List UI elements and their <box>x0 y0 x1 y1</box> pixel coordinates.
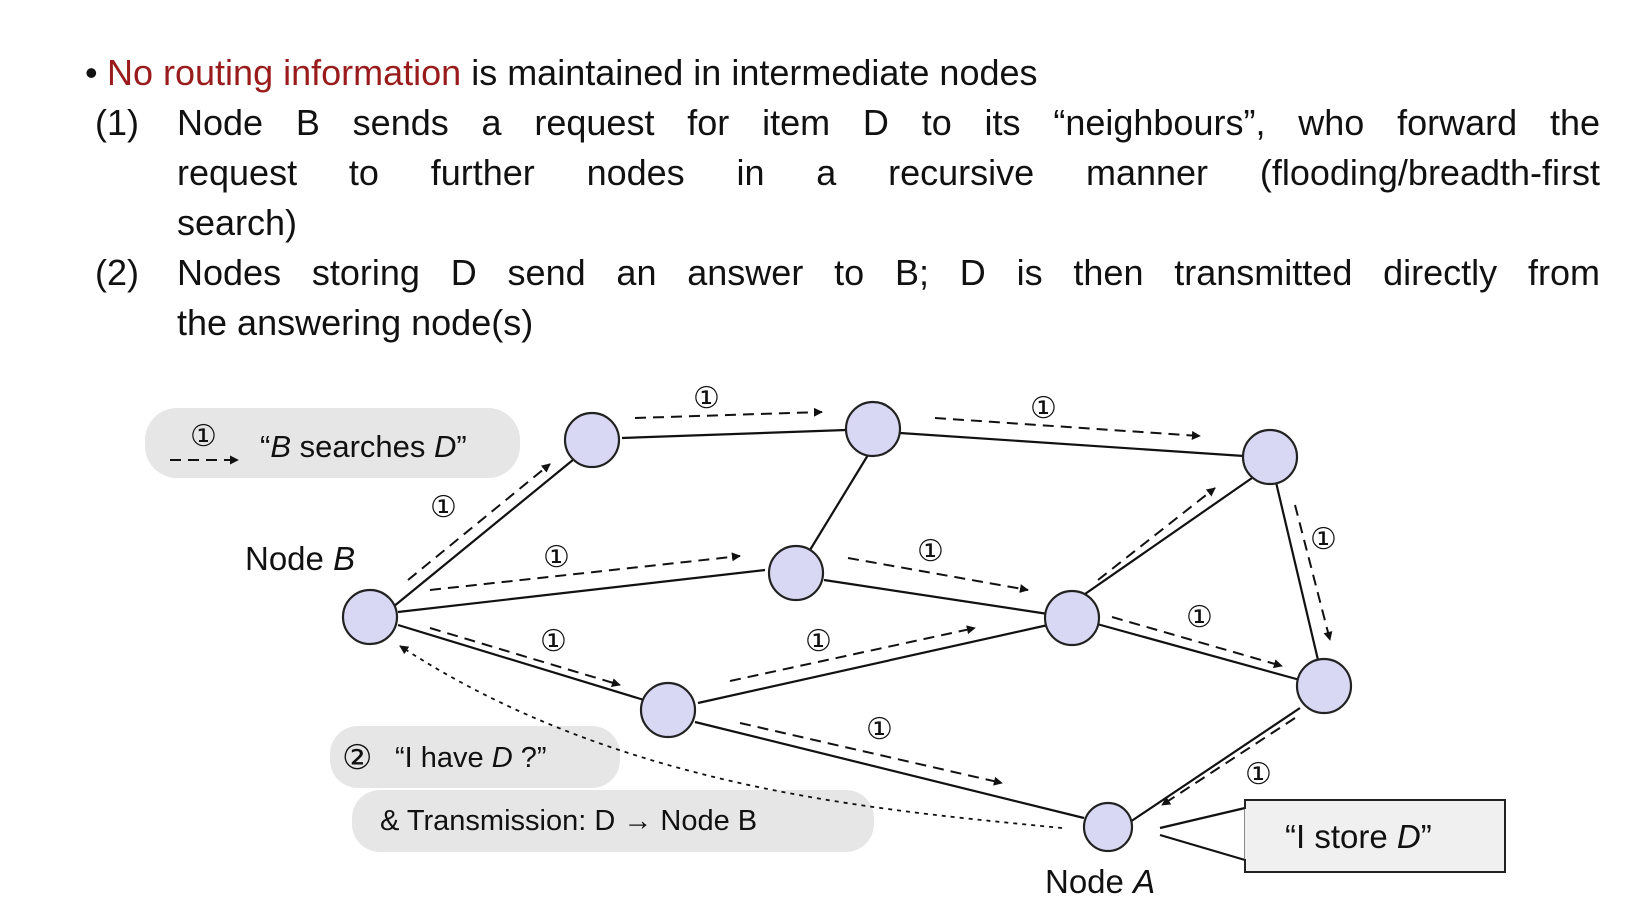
request-arrow <box>1161 717 1296 806</box>
node <box>639 681 697 739</box>
bullet-point: •No routing information is maintained in… <box>85 48 1600 98</box>
highlight-text: No routing information <box>107 52 462 93</box>
request-arrow <box>1097 487 1216 581</box>
nodes <box>341 400 1353 853</box>
edge <box>1096 622 1301 682</box>
step-marker: ① <box>190 420 217 453</box>
edge <box>397 568 766 614</box>
edge <box>1084 477 1253 595</box>
step-marker: ① <box>866 713 893 746</box>
transmission-bubble <box>352 790 874 852</box>
edge <box>823 578 1049 616</box>
step-2-line-1: Nodes storing D send an answer to B; D i… <box>177 252 1600 293</box>
edge <box>809 454 869 551</box>
transmission-text: & Transmission: D → Node B <box>380 805 757 837</box>
step-1-number: (1) <box>95 102 139 143</box>
edge <box>1273 477 1320 661</box>
edge <box>1159 833 1246 862</box>
edge <box>392 445 591 608</box>
step-1: (1) Node B sends a request for item D to… <box>95 98 1600 248</box>
step-2-number: (2) <box>95 252 139 293</box>
node <box>1043 589 1101 647</box>
edge <box>697 623 1049 705</box>
node-a-label: Node A <box>1045 863 1155 900</box>
edge <box>899 431 1245 458</box>
node <box>1295 657 1353 715</box>
bullet-dot: • <box>85 52 98 93</box>
node-b-label: Node B <box>245 540 355 577</box>
step-marker: ① <box>543 541 570 574</box>
request-arrow <box>634 407 823 419</box>
step-marker: ① <box>917 535 944 568</box>
answer-step-marker: ② <box>342 739 372 777</box>
step-2: (2) Nodes storing D send an answer to B;… <box>95 248 1600 348</box>
step-1-line-3: search) <box>177 202 298 243</box>
bullet-rest-text: is maintained in intermediate nodes <box>461 52 1038 93</box>
request-arrow <box>429 627 621 687</box>
step-marker: ① <box>1030 392 1057 425</box>
step-marker: ① <box>1310 523 1337 556</box>
step-2-line-2: the answering node(s) <box>177 302 534 343</box>
request-arrows <box>170 407 1333 806</box>
step-marker: ① <box>540 625 567 658</box>
step-marker: ① <box>430 491 457 524</box>
request-arrow <box>1111 616 1283 669</box>
node <box>1241 428 1299 486</box>
step-markers: ① ① ① ① ① ① ① ① ① ① ① ① <box>190 382 1337 791</box>
step-1-line-1: Node B sends a request for item D to its… <box>177 102 1600 143</box>
node <box>767 544 825 602</box>
edge <box>1129 707 1301 823</box>
edge <box>397 623 645 702</box>
answer-bubble <box>330 726 620 788</box>
request-arrow <box>429 552 741 591</box>
step-marker: ① <box>1186 601 1213 634</box>
step-marker: ① <box>693 382 720 415</box>
request-arrow <box>934 417 1201 440</box>
return-arrow <box>399 645 1063 829</box>
node-b <box>341 588 399 646</box>
step-marker: ① <box>1245 758 1272 791</box>
request-arrow <box>739 722 1003 786</box>
edges <box>392 428 1320 862</box>
text-block: •No routing information is maintained in… <box>85 48 1600 348</box>
request-arrow <box>847 557 1029 594</box>
edge <box>694 720 1085 820</box>
legend-text: “B searches D” <box>260 429 467 464</box>
store-text: “I store D” <box>1285 818 1432 855</box>
answer-text: “I have D ?” <box>395 742 547 774</box>
request-arrow <box>1294 504 1333 641</box>
request-arrow <box>729 625 976 682</box>
node <box>563 411 621 469</box>
node-a <box>1082 801 1134 853</box>
edge <box>621 428 847 440</box>
node <box>844 400 902 458</box>
step-marker: ① <box>805 625 832 658</box>
request-arrow <box>407 463 551 581</box>
edge <box>1159 806 1246 830</box>
step-1-line-2: request to further nodes in a recursive … <box>177 152 1600 193</box>
